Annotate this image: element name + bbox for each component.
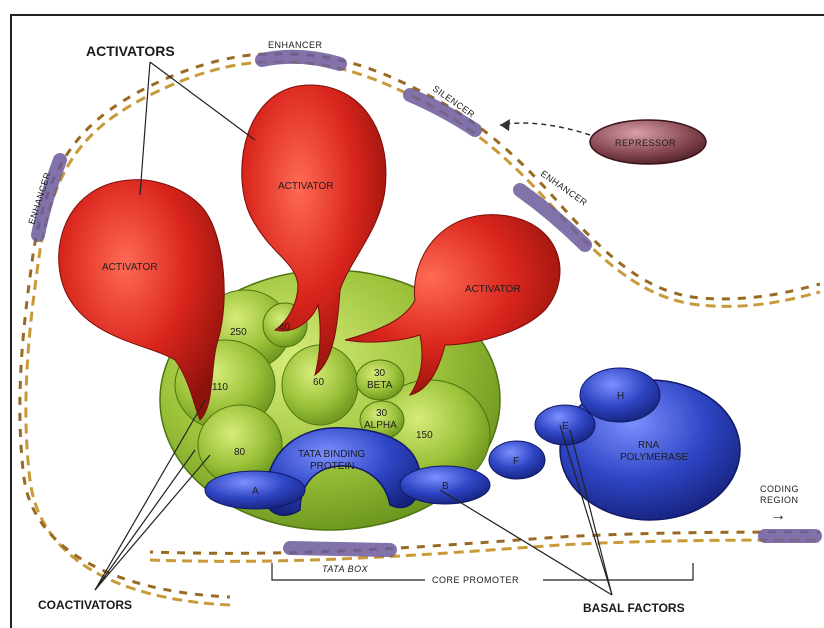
basal-factors-label: BASAL FACTORS [583,601,685,615]
factor-a-label: A [252,486,259,497]
sub-60-label: 60 [313,377,325,388]
coding-region-label-line1: CODING [760,484,799,494]
repressor-label: REPRESSOR [615,138,676,148]
sub-250-label: 250 [230,327,247,338]
sub-30-alpha-num: 30 [376,408,388,419]
sub-30-beta-name: BETA [367,380,393,391]
tbp-label-line2: PROTEIN [310,461,354,472]
sub-110-label: 110 [212,382,228,393]
enhancer-site-top [262,57,340,64]
factor-e-label: E [562,421,569,432]
rna-polymerase-label-line1: RNA [638,440,659,451]
tbp-label-line1: TATA BINDING [298,449,365,460]
rna-polymerase-label-line2: POLYMERASE [620,452,688,463]
coding-region-arrow: → [770,507,786,524]
factor-b-label: B [442,481,449,492]
core-promoter-label: CORE PROMOTER [432,575,519,585]
coactivators-callout-3 [95,450,195,590]
factor-h-label: H [617,391,624,402]
sub-30-alpha-name: ALPHA [364,420,397,431]
activators-label: ACTIVATORS [86,43,175,59]
coding-region-label-line2: REGION [760,495,799,505]
activator-left-label: ACTIVATOR [102,262,158,273]
sub-30-beta-num: 30 [374,368,386,379]
sub-150-label: 150 [416,430,433,441]
activator-left [59,180,225,420]
tata-box-site [290,548,390,550]
factor-f-label: F [513,456,519,467]
sub-80-label: 80 [234,447,246,458]
activators-callout-1 [140,62,150,195]
activator-center-label: ACTIVATOR [278,181,334,192]
sub-40-label: 40 [279,322,291,333]
tata-box-label: TATA BOX [322,564,369,574]
repressor-arrow [500,123,590,135]
coactivators-callout-2 [95,455,210,590]
activator-right-label: ACTIVATOR [465,284,521,295]
coactivators-label: COACTIVATORS [38,598,132,612]
enhancer-label-top: ENHANCER [268,40,323,50]
repressor-arrowhead [500,119,510,131]
